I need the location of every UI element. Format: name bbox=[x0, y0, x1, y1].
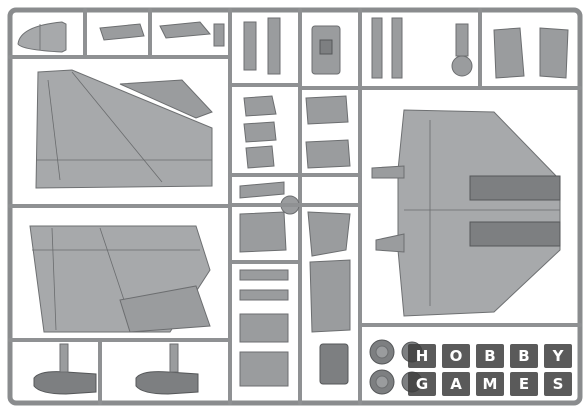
watermark-letter: E bbox=[519, 375, 529, 393]
watermark-letter: O bbox=[450, 347, 463, 365]
hobby-games-watermark: H O B B Y G A M E S bbox=[408, 344, 572, 396]
watermark-letter: B bbox=[518, 347, 529, 365]
nose-cone-part bbox=[17, 21, 67, 53]
watermark-tile bbox=[544, 344, 572, 368]
watermark-letter: B bbox=[484, 347, 495, 365]
fuselage-part bbox=[371, 109, 561, 317]
watermark-letter: A bbox=[450, 375, 462, 393]
fuel-tank-parts bbox=[33, 343, 199, 395]
upper-wing-part bbox=[35, 69, 213, 189]
watermark-letter: M bbox=[483, 375, 498, 393]
watermark-tile bbox=[476, 344, 504, 368]
lower-wing-part bbox=[29, 225, 211, 333]
watermark-tile bbox=[408, 372, 436, 396]
watermark-tile bbox=[544, 372, 572, 396]
watermark-letter: S bbox=[553, 375, 564, 393]
center-column-parts bbox=[239, 17, 351, 387]
watermark-letter: Y bbox=[552, 347, 565, 365]
wheel-parts bbox=[369, 339, 423, 395]
watermark-tile bbox=[408, 344, 436, 368]
watermark-tile bbox=[476, 372, 504, 396]
sprue-frame bbox=[7, 7, 583, 406]
watermark-tile bbox=[510, 372, 538, 396]
watermark-tile bbox=[442, 372, 470, 396]
top-right-parts bbox=[371, 17, 569, 79]
watermark-tile bbox=[442, 344, 470, 368]
watermark-letter: G bbox=[416, 375, 428, 393]
small-parts-top-left bbox=[83, 8, 225, 59]
watermark-tile bbox=[510, 344, 538, 368]
watermark-letter: H bbox=[416, 347, 429, 365]
